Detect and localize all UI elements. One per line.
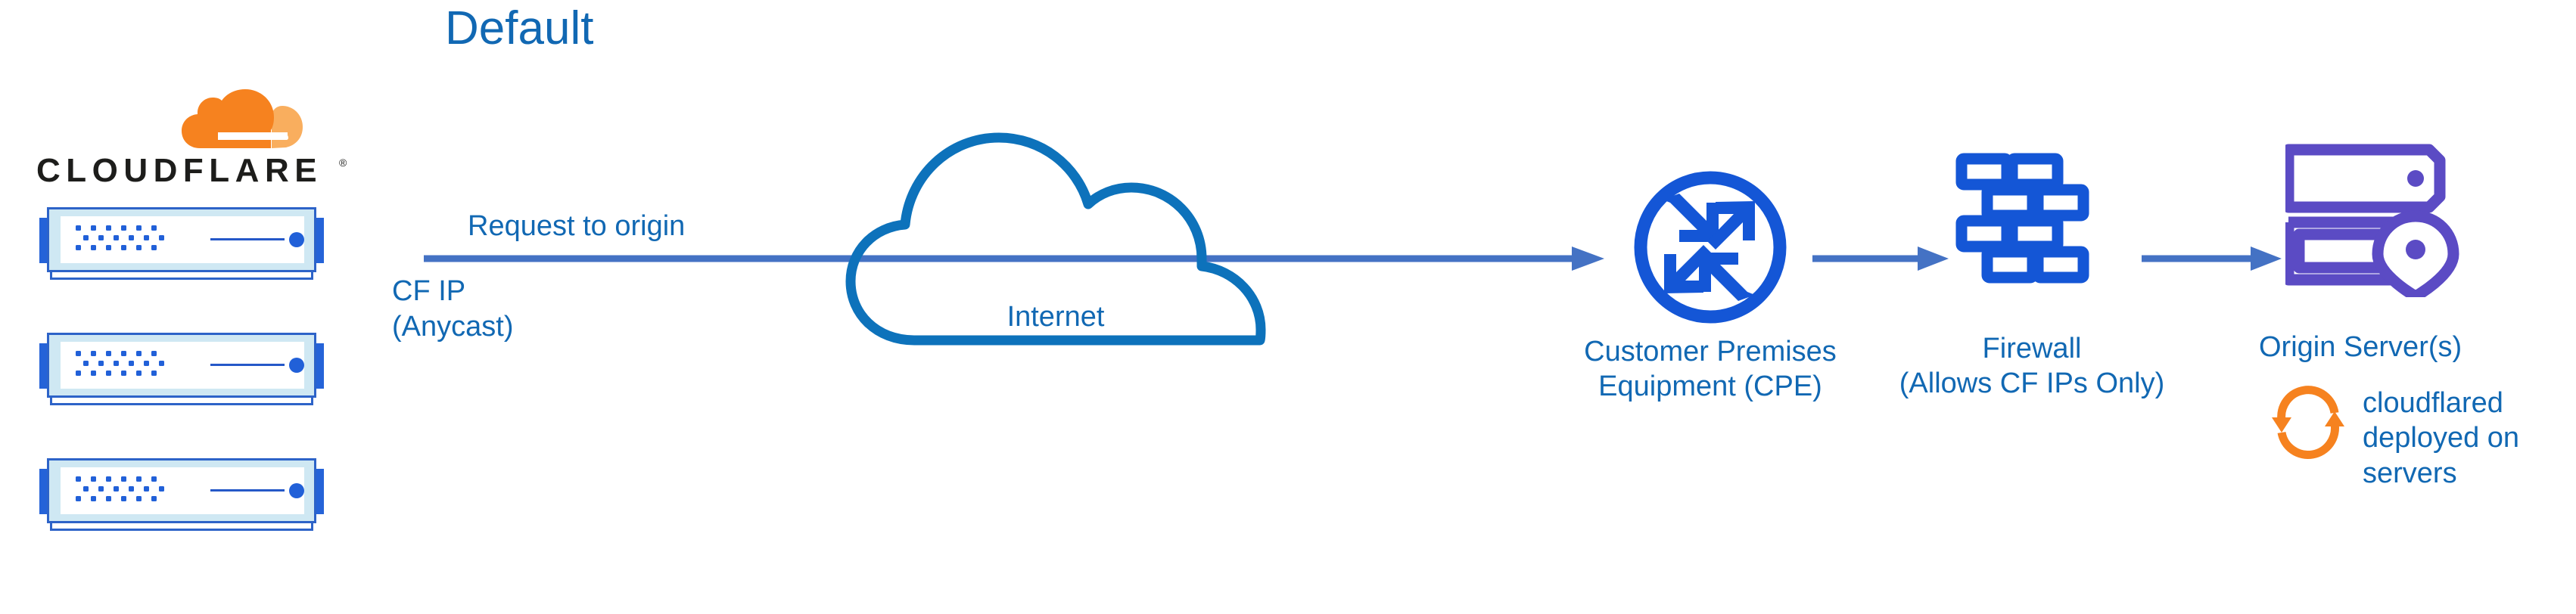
brick-wall-icon xyxy=(1952,151,2108,299)
firewall-label: Firewall (Allows CF IPs Only) xyxy=(1896,331,2168,402)
cloudflared-note-line3: servers xyxy=(2363,457,2457,489)
cpe-label: Customer Premises Equipment (CPE) xyxy=(1521,334,1899,405)
cf-ip-label-line2: (Anycast) xyxy=(392,310,514,343)
cloudflare-wordmark: CLOUDFLARE ® xyxy=(36,151,354,189)
page-title: Default xyxy=(445,2,594,54)
server-location-pin-icon xyxy=(2282,142,2463,302)
firewall-label-line1: Firewall xyxy=(1982,333,2082,364)
server-vent-dots xyxy=(76,351,170,377)
request-to-origin-label: Request to origin xyxy=(468,210,686,242)
cloudflared-note-line1: cloudflared xyxy=(2363,387,2503,419)
cloudflare-wordmark-text: CLOUDFLARE xyxy=(36,152,322,189)
server-slot-line xyxy=(210,489,285,492)
cloudflare-cloud-logo-icon xyxy=(173,89,309,148)
cloudflared-note-line2: deployed on xyxy=(2363,422,2520,454)
cloudflared-note: cloudflared deployed on servers xyxy=(2363,386,2519,491)
cf-ip-anycast-label: CF IP (Anycast) xyxy=(392,274,513,344)
router-icon xyxy=(1631,168,1790,327)
server-vent-dots xyxy=(76,225,170,251)
arrow-firewall-to-origin xyxy=(2142,243,2282,274)
cloudflare-edge-server-1 xyxy=(23,204,341,287)
server-slot-line xyxy=(210,364,285,366)
internet-label: Internet xyxy=(1006,301,1105,333)
svg-text:®: ® xyxy=(339,157,347,169)
cloudflare-edge-server-3 xyxy=(23,455,341,538)
server-status-led xyxy=(289,483,304,498)
sync-arrows-icon xyxy=(2269,384,2347,460)
server-status-led xyxy=(289,358,304,373)
cloudflare-logo: CLOUDFLARE ® xyxy=(36,89,354,191)
server-slot-line xyxy=(210,238,285,240)
server-vent-dots xyxy=(76,476,170,502)
origin-server-label: Origin Server(s) xyxy=(2259,331,2462,363)
cloud-outline-icon xyxy=(840,106,1271,348)
server-status-led xyxy=(289,232,304,247)
firewall-label-line2: (Allows CF IPs Only) xyxy=(1899,367,2165,400)
cpe-label-line1: Customer Premises xyxy=(1584,336,1837,367)
arrow-cpe-to-firewall xyxy=(1812,243,1949,274)
cloudflare-edge-server-2 xyxy=(23,330,341,413)
cpe-label-line2: Equipment (CPE) xyxy=(1598,371,1822,403)
arrow-cloudflare-to-cpe xyxy=(424,243,1604,274)
cf-ip-label-line1: CF IP xyxy=(392,275,466,307)
